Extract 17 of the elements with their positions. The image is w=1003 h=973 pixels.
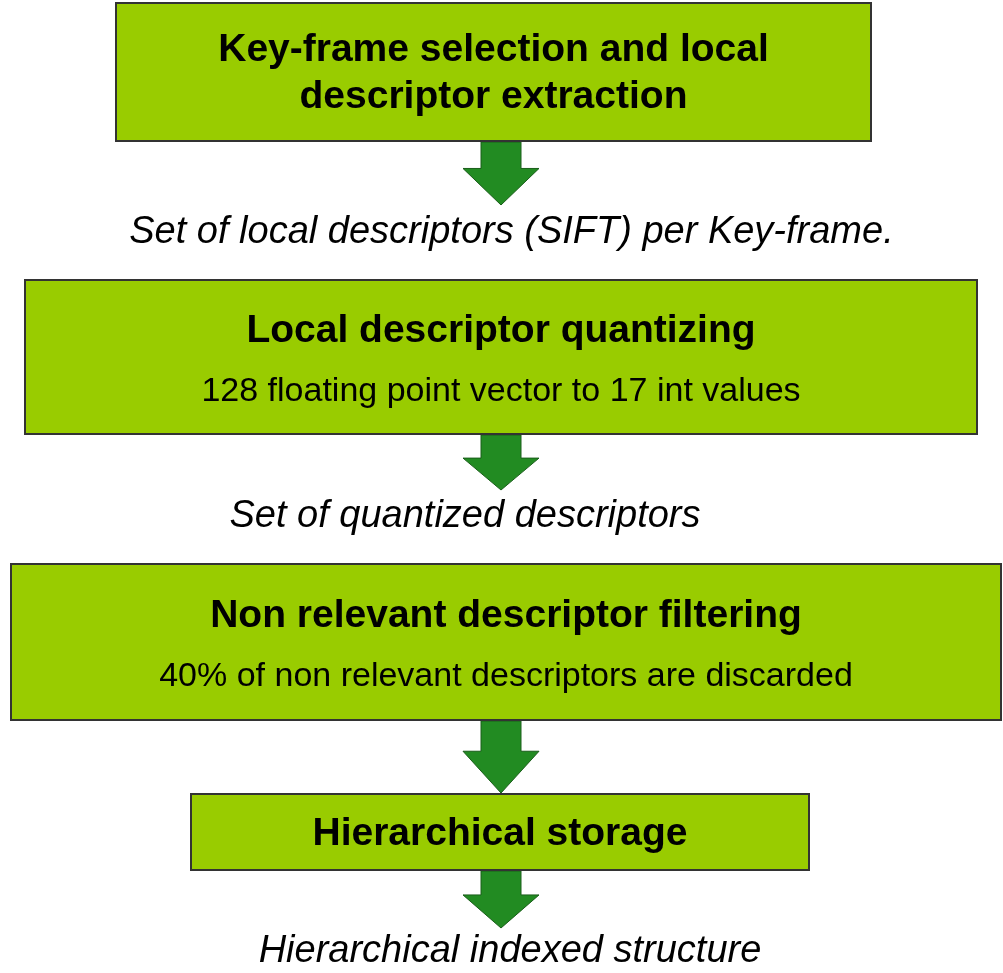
block-arrow: [462, 141, 540, 206]
block-arrow: [462, 434, 540, 491]
step-title: Local descriptor quantizing: [246, 305, 756, 352]
block-arrow: [462, 720, 540, 794]
process-box: [190, 793, 810, 871]
output-label: Set of quantized descriptors: [229, 493, 701, 537]
block-arrow: [462, 870, 540, 929]
process-box: [10, 563, 1002, 721]
output-label: Set of local descriptors (SIFT) per Key-frame.: [129, 209, 894, 253]
step-title: Key-frame selection and local descriptor extraction: [217, 25, 770, 118]
process-box: [24, 279, 978, 435]
step-title: Non relevant descriptor filtering: [210, 590, 802, 637]
process-box: [115, 2, 872, 142]
step-description: 128 floating point vector to 17 int values: [201, 370, 801, 409]
step-title: Hierarchical storage: [312, 808, 688, 855]
step-description: 40% of non relevant descriptors are discarded: [159, 655, 853, 694]
output-label: Hierarchical indexed structure: [258, 928, 762, 972]
